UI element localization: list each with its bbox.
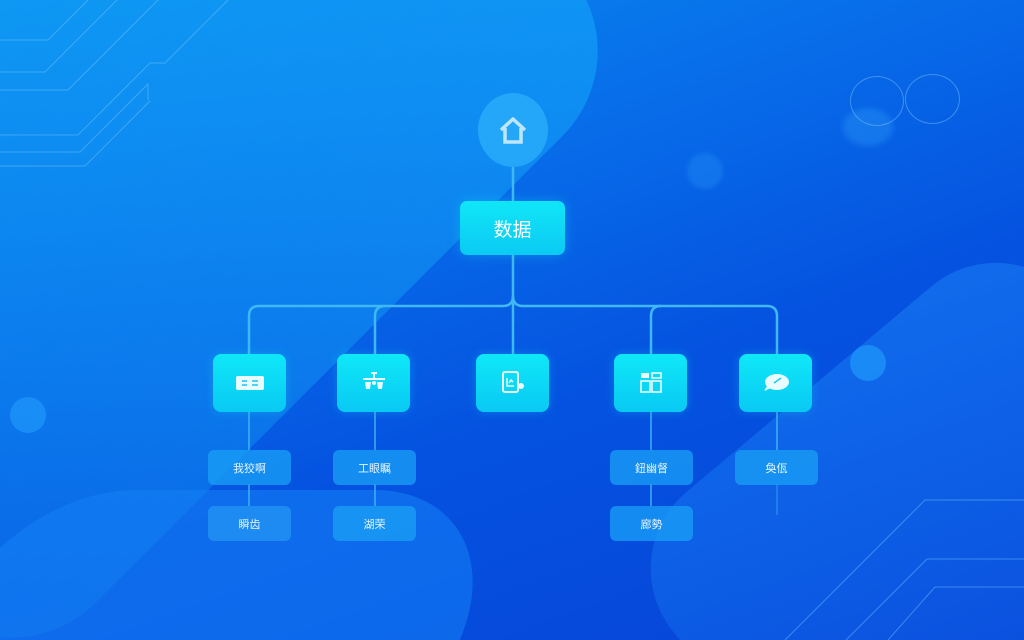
sub-node-label: 工眼瞩 (358, 461, 391, 475)
sub-node-label: 湖荣 (363, 517, 386, 531)
child-node-2[interactable] (337, 354, 410, 412)
document-chart-icon (501, 371, 524, 393)
sub-node-label: 瞬齿 (238, 517, 261, 531)
sub-node-label: 奐佤 (765, 461, 788, 475)
sub-node[interactable]: 湖荣 (333, 506, 416, 541)
network-icon (362, 372, 385, 389)
sub-node[interactable]: 奐佤 (735, 450, 818, 485)
chat-cloud-icon (763, 374, 789, 391)
main-node[interactable]: 数据 (460, 201, 565, 255)
card-icon (235, 376, 264, 390)
sub-node-label: 鈕幽督 (635, 461, 668, 475)
sub-node[interactable]: 瞬齿 (208, 506, 291, 541)
grid-layout-icon (639, 372, 662, 393)
main-node-label: 数据 (493, 218, 532, 241)
child-node-4[interactable] (614, 354, 687, 412)
sub-node[interactable]: 我狡啊 (208, 450, 291, 485)
child-node-1[interactable] (213, 354, 286, 412)
home-icon (499, 117, 527, 144)
sub-node-label: 我狡啊 (233, 461, 266, 475)
child-node-3[interactable] (476, 354, 549, 412)
sub-node[interactable]: 鈕幽督 (610, 450, 693, 485)
sub-node[interactable]: 工眼瞩 (333, 450, 416, 485)
root-node[interactable] (478, 93, 548, 167)
child-node-5[interactable] (739, 354, 812, 412)
sub-node[interactable]: 廊勢 (610, 506, 693, 541)
sub-node-label: 廊勢 (640, 517, 663, 531)
